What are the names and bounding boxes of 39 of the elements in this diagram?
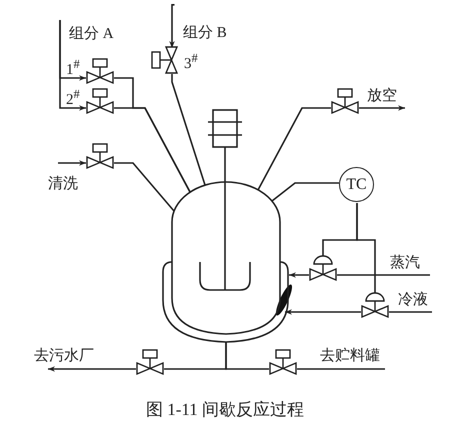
pipe-line	[297, 368, 385, 370]
valve-symbol	[86, 88, 114, 114]
pipe-line	[389, 311, 432, 313]
pipe-line	[289, 272, 309, 278]
valve-symbol	[86, 58, 114, 84]
pipe-line	[169, 4, 175, 48]
valve-symbol	[269, 349, 297, 375]
pipe-line	[58, 160, 86, 166]
valve-number: 1$^{#}$	[66, 56, 80, 79]
pipe-line	[337, 274, 430, 276]
pipe-line	[171, 74, 206, 186]
stream-label: 组分 B	[174, 4, 240, 44]
pipe-line	[359, 105, 405, 111]
stream-label: 组分 A	[56, 20, 126, 46]
pipe-line	[59, 20, 86, 111]
pipe-line	[285, 309, 361, 315]
pipe-line	[48, 366, 136, 372]
stream-label: 清洗	[46, 163, 90, 195]
control-valve	[361, 292, 389, 318]
pipe-line	[114, 162, 175, 212]
pipe-line	[114, 107, 191, 192]
pipe-line	[272, 182, 339, 202]
stream-label: 放空	[365, 88, 405, 109]
valve-symbol	[331, 88, 359, 114]
stream-label: 去污水厂	[34, 348, 110, 369]
valve-symbol	[136, 349, 164, 375]
stream-label: 去贮料罐	[320, 348, 398, 369]
control-valve	[309, 255, 337, 281]
stream-label: 冷液	[396, 292, 432, 313]
valve-symbol	[86, 143, 114, 169]
pipe-line	[257, 107, 331, 190]
controller-circle: TC	[339, 167, 374, 202]
pipe-line	[225, 342, 269, 370]
valve-number: 2$^{#}$	[66, 86, 80, 109]
stream-label: 蒸汽	[388, 255, 430, 276]
figure-caption: 图 1-11 间歇反应过程	[144, 400, 306, 420]
reactor-vessel	[160, 180, 292, 344]
valve-number: 3$^{#}$	[184, 50, 198, 73]
pipe-line	[356, 203, 376, 294]
